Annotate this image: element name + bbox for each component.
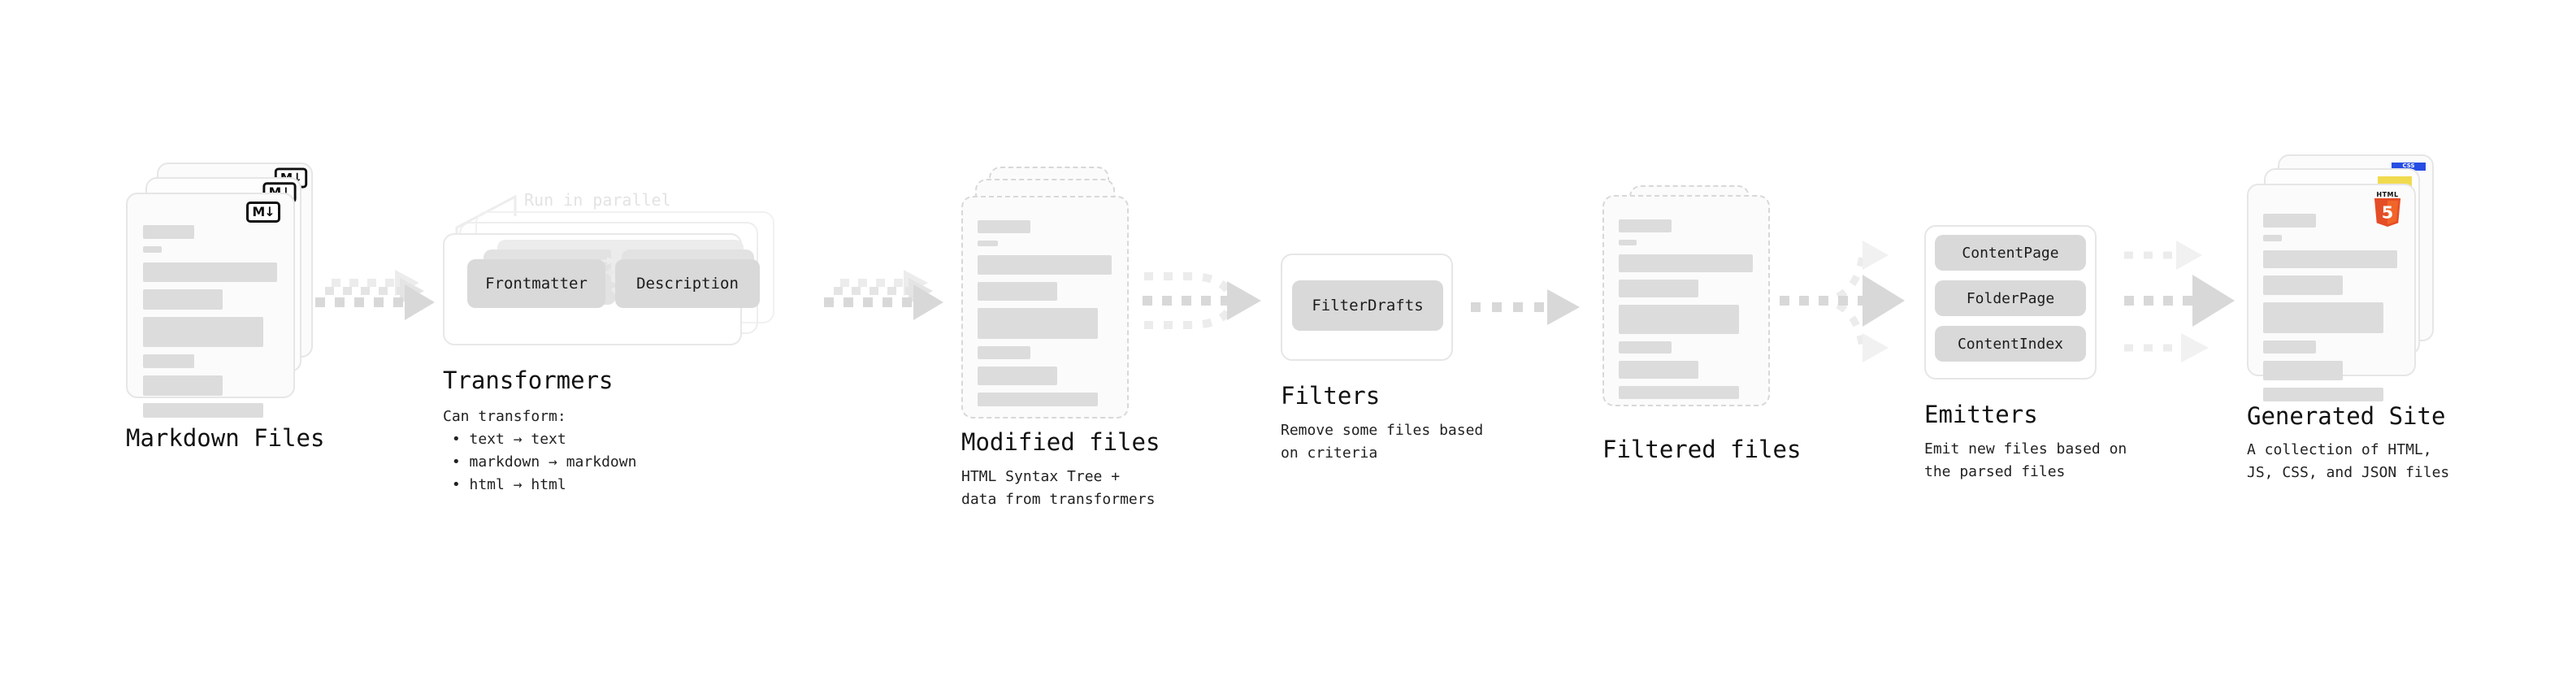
markdown-files-title: Markdown Files xyxy=(126,424,325,452)
generated-site-title: Generated Site xyxy=(2247,402,2446,430)
transformer-step-frontmatter[interactable]: Frontmatter xyxy=(467,259,605,308)
site-placeholder-lines xyxy=(2263,214,2401,409)
stage-markdown-files: M↓ M↓ M↓ Markdown Files xyxy=(126,163,324,452)
transformers-subtitle: Can transform: • text → text • markdown … xyxy=(443,408,637,493)
connector-transformers-to-modified xyxy=(819,267,949,332)
site-card-stack: CSS HTML 5 xyxy=(2247,154,2434,401)
filtered-card-stack xyxy=(1602,185,1781,421)
filters-title: Filters xyxy=(1281,382,1381,410)
transformers-title: Transformers xyxy=(443,367,614,394)
modified-files-title: Modified files xyxy=(961,428,1160,456)
html5-badge-label: HTML xyxy=(2376,191,2399,198)
filtered-files-title: Filtered files xyxy=(1602,436,1802,463)
filtered-placeholder-lines xyxy=(1619,219,1757,406)
triple-parallel-arrow-icon xyxy=(315,270,435,320)
svg-text:5: 5 xyxy=(2382,203,2394,223)
stage-modified-files: Modified files HTML Syntax Tree + data f… xyxy=(961,167,1160,508)
triple-parallel-arrow-icon xyxy=(824,270,943,320)
stage-generated-site: CSS HTML 5 xyxy=(2247,154,2449,481)
fan-in-arrow-icon xyxy=(1143,272,1261,329)
connector-modified-to-filters xyxy=(1141,258,1279,356)
connector-emitters-to-site xyxy=(2123,234,2273,380)
stage-filtered-files: Filtered files xyxy=(1602,185,1801,463)
css-badge: CSS xyxy=(2392,163,2426,171)
fan-out-arrow-icon xyxy=(1780,241,1905,362)
emitter-step-contentindex[interactable]: ContentIndex xyxy=(1935,326,2086,362)
triple-split-arrow-icon xyxy=(2124,241,2235,362)
css-badge-label: CSS xyxy=(2402,163,2415,169)
emitters-title: Emitters xyxy=(1924,401,2038,428)
connector-filtered-to-emitters xyxy=(1778,234,1928,380)
connector-filters-to-filtered xyxy=(1468,283,1598,332)
generated-site-subtitle: A collection of HTML, JS, CSS, and JSON … xyxy=(2247,441,2450,481)
emitters-subtitle: Emit new files based on the parsed files xyxy=(1924,440,2127,480)
filter-step-filterdrafts[interactable]: FilterDrafts xyxy=(1292,280,1443,331)
single-arrow-icon xyxy=(1471,289,1580,325)
connector-markdown-to-transformers xyxy=(310,267,440,332)
markdown-logo-icon: M↓ xyxy=(246,202,280,223)
transformer-step-description[interactable]: Description xyxy=(615,259,760,308)
modified-card-stack xyxy=(961,167,1140,419)
markdown-card-stack: M↓ M↓ M↓ xyxy=(126,163,313,418)
run-in-parallel-label: Run in parallel xyxy=(524,190,671,210)
html5-shield-icon: 5 xyxy=(2374,198,2401,228)
markdown-placeholder-lines xyxy=(143,225,281,425)
emitter-step-folderpage[interactable]: FolderPage xyxy=(1935,280,2086,316)
emitter-step-contentpage[interactable]: ContentPage xyxy=(1935,235,2086,271)
modified-files-subtitle: HTML Syntax Tree + data from transformer… xyxy=(961,468,1156,508)
modified-placeholder-lines xyxy=(978,220,1116,414)
html5-badge: HTML 5 xyxy=(2371,191,2404,228)
filters-subtitle: Remove some files based on criteria xyxy=(1281,422,1484,462)
